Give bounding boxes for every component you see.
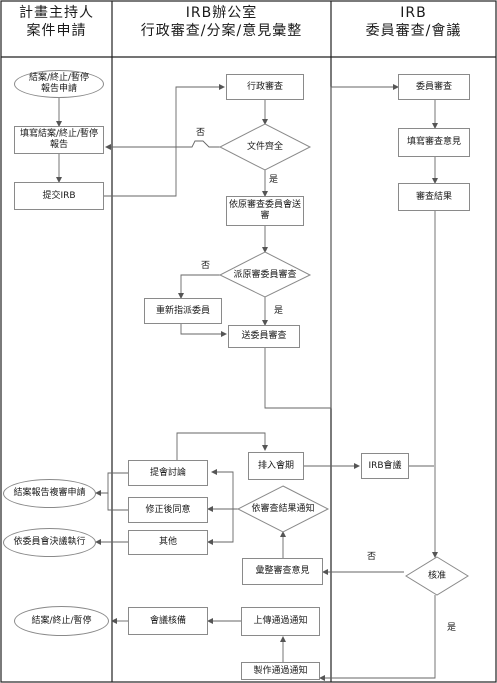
label-original-yes: 是 (274, 306, 284, 316)
node-admin-review: 行政審查 (226, 74, 304, 100)
node-docs-complete: 文件齊全 (246, 141, 283, 152)
node-notify-by-result: 依審查結果通知 (251, 503, 315, 514)
node-review-result: 審查結果 (398, 183, 470, 211)
node-reassign: 重新指派委員 (144, 298, 222, 324)
lane-header-office-line2: 行政審查/分案/意見彙整 (140, 23, 303, 39)
lane-header-committee: IRB 委員審查/會議 (331, 4, 496, 40)
decision-shapes (218, 123, 469, 596)
node-fill-opinion: 填寫審查意見 (398, 128, 470, 157)
label-approved-yes: 是 (447, 623, 457, 633)
node-member-review: 委員審查 (398, 74, 470, 100)
label-approved-no: 否 (367, 552, 377, 562)
notify-by-result-diamond (236, 485, 330, 533)
lane-header-pi-line2: 案件申請 (26, 23, 87, 39)
approved-diamond (405, 556, 469, 596)
lane-header-office-line1: IRB辦公室 (185, 5, 258, 21)
node-make-notice: 製作通過通知 (241, 662, 320, 680)
original-reviewer-diamond (218, 251, 312, 298)
node-approve-after-revision: 修正後同意 (128, 497, 208, 523)
lane-header-pi-line1: 計畫主持人 (19, 5, 94, 21)
node-original-reviewer: 派原審委員審查 (233, 269, 297, 280)
lane-header-committee-line1: IRB (400, 5, 427, 21)
node-irb-meeting: IRB會議 (361, 453, 409, 479)
connectors (56, 84, 438, 681)
label-docs-no: 否 (196, 128, 206, 138)
label-docs-yes: 是 (269, 175, 279, 185)
node-submit-irb: 提交IRB (14, 182, 104, 210)
node-send-review: 送委員審查 (228, 325, 300, 348)
node-approved: 核准 (427, 570, 446, 581)
node-other: 其他 (128, 530, 208, 555)
node-meeting-discussion: 提會討論 (128, 460, 208, 486)
node-send-per-original: 依原審查委員會送審 (226, 196, 304, 226)
label-original-no: 否 (201, 261, 211, 271)
node-upload-notice: 上傳通過通知 (241, 607, 320, 636)
docs-complete-diamond (218, 123, 312, 171)
node-closure-done: 結案/終止/暫停 (14, 606, 109, 636)
node-closure-request: 結案/終止/暫停報告申請 (14, 70, 104, 98)
node-fill-report: 填寫結案/終止/暫停報告 (14, 126, 104, 154)
node-report-rereview: 結案報告複審申請 (3, 479, 96, 508)
node-follow-resolution: 依委員會決議執行 (3, 528, 96, 557)
node-collect-opinion: 彙整審查意見 (242, 558, 323, 585)
lane-header-pi: 計畫主持人 案件申請 (1, 4, 112, 40)
lane-header-committee-line2: 委員審查/會議 (365, 23, 462, 39)
lane-header-office: IRB辦公室 行政審查/分案/意見彙整 (112, 4, 331, 40)
node-meeting-record: 會議核備 (128, 607, 208, 635)
node-schedule: 排入會期 (248, 452, 304, 480)
